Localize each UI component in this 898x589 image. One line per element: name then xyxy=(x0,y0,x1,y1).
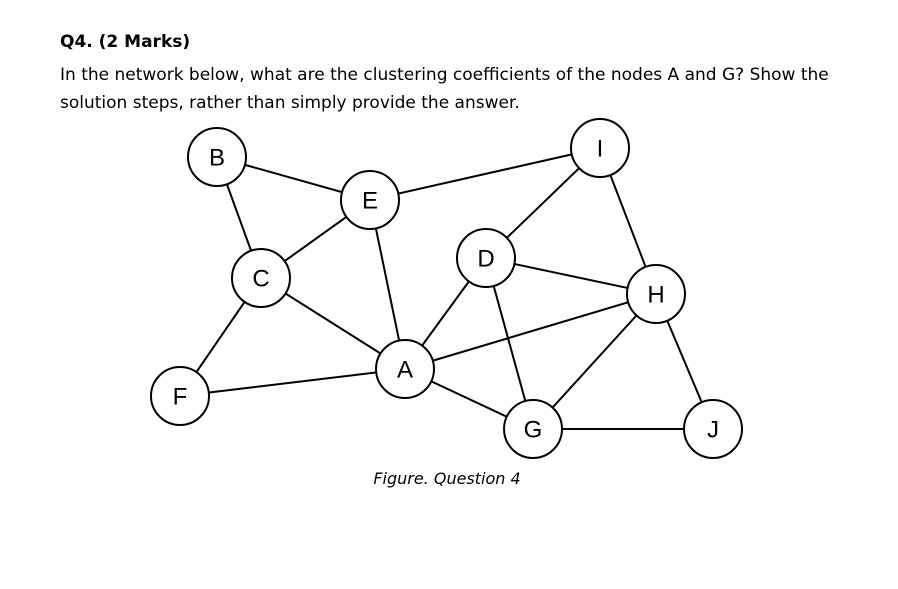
node-circle-j xyxy=(683,399,743,459)
node-label-a: A xyxy=(397,357,413,384)
node-circle-i xyxy=(570,118,630,178)
node-circle-f xyxy=(150,366,210,426)
node-a: A xyxy=(375,339,435,399)
node-circle-d xyxy=(456,228,516,288)
node-h: H xyxy=(626,264,686,324)
node-label-f: F xyxy=(173,384,188,411)
node-circle-e xyxy=(340,170,400,230)
node-circle-g xyxy=(503,399,563,459)
node-circle-h xyxy=(626,264,686,324)
node-label-i: I xyxy=(597,136,604,163)
question-title: Q4. (2 Marks) xyxy=(60,32,191,52)
node-circle-a xyxy=(375,339,435,399)
edge-f-a xyxy=(179,368,406,397)
edge-g-h xyxy=(532,293,657,430)
node-label-h: H xyxy=(647,282,664,309)
node-e: E xyxy=(340,170,400,230)
node-label-e: E xyxy=(362,188,378,215)
node-label-c: C xyxy=(252,266,269,293)
node-circle-b xyxy=(187,127,247,187)
node-j: J xyxy=(683,399,743,459)
node-f: F xyxy=(150,366,210,426)
node-c: C xyxy=(231,248,291,308)
node-circle-c xyxy=(231,248,291,308)
node-b: B xyxy=(187,127,247,187)
edge-e-i xyxy=(369,147,601,201)
node-i: I xyxy=(570,118,630,178)
node-d: D xyxy=(456,228,516,288)
node-g: G xyxy=(503,399,563,459)
question-text: In the network below, what are the clust… xyxy=(60,65,829,113)
edge-a-h xyxy=(404,293,657,370)
figure-caption: Figure. Question 4 xyxy=(0,469,898,488)
node-label-b: B xyxy=(209,145,225,172)
node-label-g: G xyxy=(524,417,543,444)
node-label-j: J xyxy=(707,417,719,444)
nodes-layer: A B C D E F G H I J xyxy=(150,118,743,459)
node-label-d: D xyxy=(477,246,494,273)
figure-caption-text: Figure. Question 4 xyxy=(373,469,521,488)
